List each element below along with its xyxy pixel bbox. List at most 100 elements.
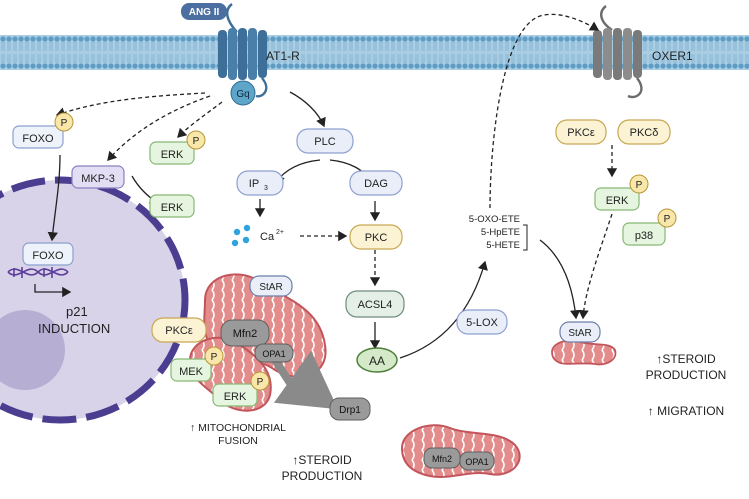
metabolite-5-hpete: 5-HpETE — [481, 227, 520, 238]
metabolite-5-oxo-ete: 5-OXO-ETE — [469, 214, 520, 225]
pkce-mito-node: PKCε — [151, 317, 207, 343]
mito-fusion-label-2: FUSION — [218, 435, 258, 447]
mek-node: MEK — [170, 358, 212, 382]
gray-arrow-fusion — [271, 357, 294, 386]
steroid-right-label-1: ↑STEROID — [656, 352, 716, 366]
mfn2-node: Mfn2 — [220, 319, 270, 347]
pkce-right-node: PKCε — [555, 119, 607, 145]
dna-icon — [7, 267, 69, 278]
arrows — [47, 13, 618, 359]
erk-left-node: ERK — [149, 194, 195, 218]
svg-text:PKCδ: PKCδ — [630, 127, 659, 139]
oxer1-receptor-icon — [593, 5, 643, 99]
svg-text:Ca: Ca — [260, 231, 275, 243]
svg-text:PKCε: PKCε — [567, 127, 595, 139]
svg-text:StAR: StAR — [568, 328, 591, 339]
steroid-mid-label-2: PRODUCTION — [282, 469, 363, 483]
opa1-node: OPA1 — [254, 343, 294, 363]
svg-text:AA: AA — [369, 354, 385, 368]
svg-text:MEK: MEK — [179, 366, 204, 378]
phospho-badge-p38: P — [657, 208, 677, 228]
svg-text:MKP-3: MKP-3 — [81, 173, 115, 185]
svg-text:P: P — [257, 377, 264, 388]
calcium-icon — [231, 224, 251, 247]
svg-text:Mfn2: Mfn2 — [233, 328, 257, 340]
acsl4-node: ACSL4 — [345, 290, 405, 318]
steroid-right-label-2: PRODUCTION — [646, 368, 727, 382]
transcription-arrow — [34, 284, 72, 298]
svg-text:ERK: ERK — [224, 391, 247, 403]
erk-mito-node: ERK — [212, 383, 258, 407]
phospho-badge-erk-left: P — [186, 130, 206, 150]
svg-text:OPA1: OPA1 — [262, 349, 285, 359]
svg-text:3: 3 — [264, 185, 268, 192]
gray-arrow-drp1 — [273, 350, 339, 410]
svg-text:PKCε: PKCε — [165, 325, 193, 337]
aa-node: AA — [356, 347, 398, 373]
erk-right-node: ERK — [594, 187, 640, 211]
svg-text:p38: p38 — [635, 230, 653, 242]
svg-text:OPA1: OPA1 — [465, 457, 488, 467]
svg-text:FOXO: FOXO — [32, 250, 64, 262]
metabolite-list: 5-OXO-ETE 5-HpETE 5-HETE — [469, 214, 520, 251]
metabolite-5-hete: 5-HETE — [486, 240, 520, 251]
svg-text:P: P — [664, 214, 671, 225]
phospho-badge-mek: P — [204, 346, 224, 366]
p21-label: p21 — [66, 304, 88, 319]
svg-text:FOXO: FOXO — [22, 133, 54, 145]
phospho-badge-erk-right: P — [629, 174, 649, 194]
phospho-badge-erk-mito: P — [250, 371, 270, 391]
svg-text:2+: 2+ — [276, 229, 284, 236]
star-right-node: StAR — [559, 321, 601, 343]
mitochondrion-right-icon — [551, 339, 617, 366]
foxo-nucleus-node: FOXO — [22, 242, 74, 266]
mfn2-bottom-node: Mfn2 — [423, 447, 461, 469]
ip3-node: IP 3 — [236, 170, 284, 196]
5lox-node: 5-LOX — [456, 309, 508, 335]
at1r-label: AT1-R — [266, 49, 300, 63]
gq-label: Gq — [236, 89, 249, 100]
svg-text:P: P — [211, 352, 218, 363]
svg-text:P: P — [636, 180, 643, 191]
svg-text:StAR: StAR — [259, 282, 282, 293]
oxer1-label: OXER1 — [652, 49, 693, 63]
svg-text:ERK: ERK — [161, 149, 184, 161]
ligand-badge: ANG II — [181, 3, 227, 20]
svg-text:PKC: PKC — [365, 232, 388, 244]
nucleolus — [0, 310, 65, 390]
svg-text:Drp1: Drp1 — [339, 405, 361, 416]
svg-text:IP: IP — [249, 178, 259, 190]
foxo-cytoplasm-node: FOXO — [12, 125, 64, 149]
drp1-node: Drp1 — [329, 397, 371, 421]
svg-text:DAG: DAG — [364, 178, 388, 190]
pkcd-right-node: PKCδ — [617, 119, 671, 145]
svg-text:P: P — [193, 136, 200, 147]
migration-label: ↑ MIGRATION — [648, 404, 724, 418]
pkc-node: PKC — [349, 224, 403, 250]
svg-text:P: P — [61, 118, 68, 129]
p38-node: p38 — [622, 222, 666, 246]
mitochondrion-bottom-icon — [400, 424, 521, 478]
star-mito-node: StAR — [249, 275, 293, 297]
mkp3-node: MKP-3 — [71, 165, 125, 189]
dag-node: DAG — [349, 170, 403, 196]
svg-text:PLC: PLC — [314, 136, 335, 148]
calcium-label: Ca 2+ — [260, 229, 284, 243]
at1r-receptor-icon — [218, 3, 268, 98]
mito-fusion-label-1: ↑ MITOCHONDRIAL — [190, 422, 286, 434]
svg-text:ACSL4: ACSL4 — [358, 299, 393, 311]
gq-protein-icon: Gq — [230, 80, 256, 106]
ligand-label: ANG II — [189, 7, 220, 18]
steroid-mid-label-1: ↑STEROID — [292, 453, 352, 467]
opa1-bottom-node: OPA1 — [459, 451, 495, 471]
svg-text:ERK: ERK — [161, 202, 184, 214]
phospho-badge-foxo: P — [54, 112, 74, 132]
induction-label: INDUCTION — [38, 321, 110, 336]
svg-text:5-LOX: 5-LOX — [466, 317, 498, 329]
svg-text:ERK: ERK — [606, 195, 629, 207]
metabolite-bracket — [523, 224, 528, 251]
plc-node: PLC — [296, 128, 354, 154]
erk-phospho-left-node: ERK — [149, 141, 195, 165]
